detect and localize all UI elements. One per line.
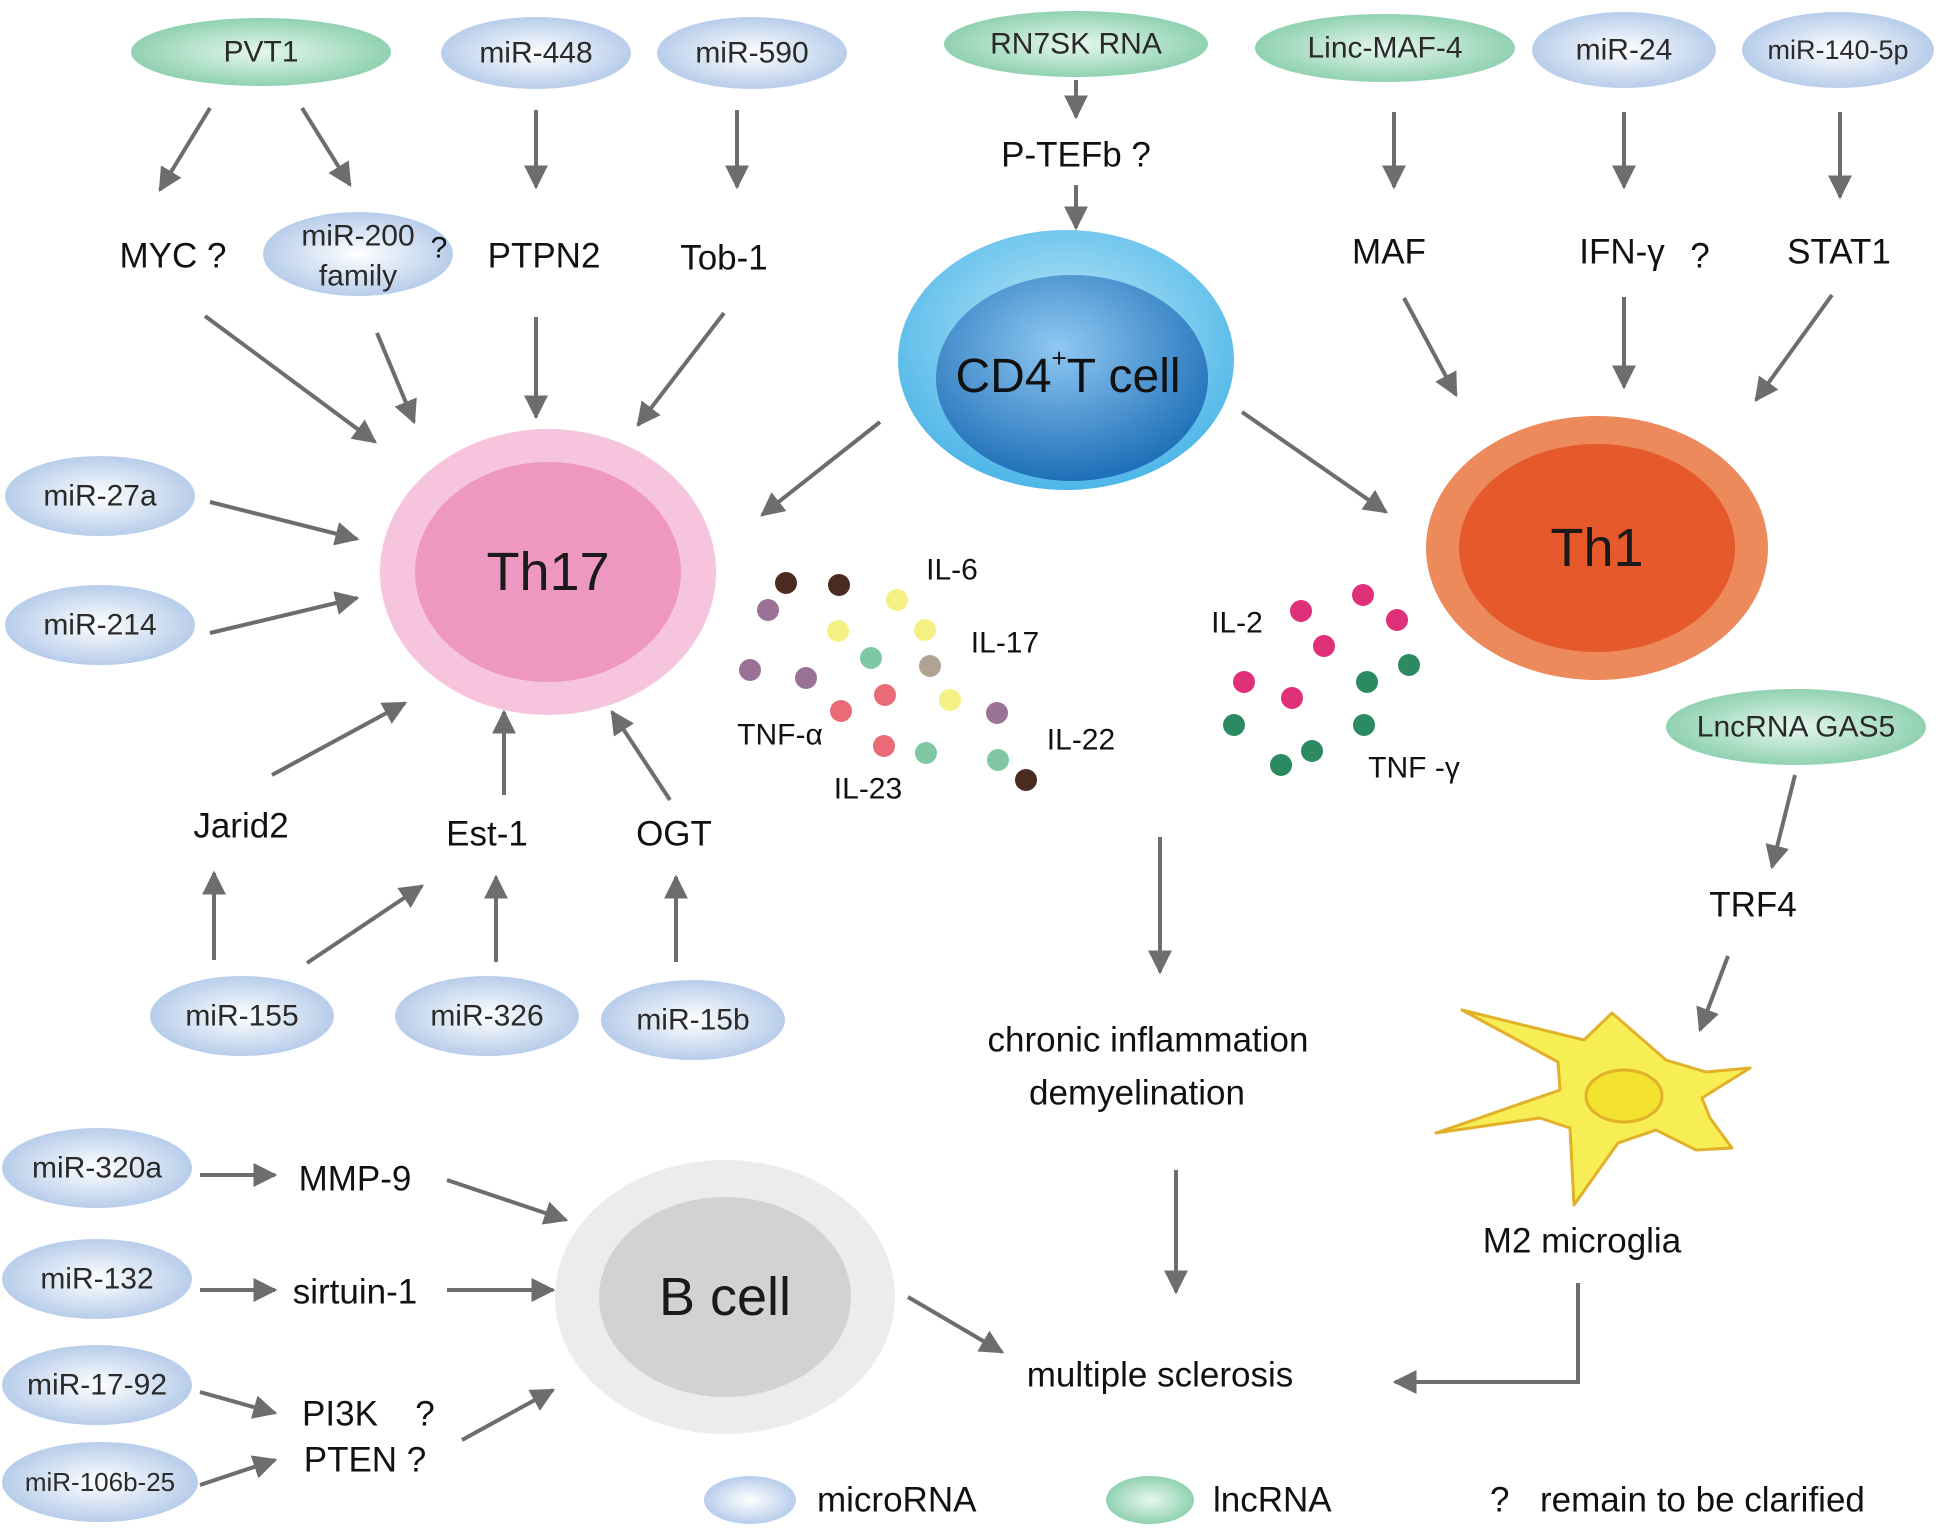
svg-text:miR-24: miR-24 bbox=[1576, 34, 1673, 67]
node-mir106b-25: miR-106b-25 bbox=[2, 1442, 198, 1522]
node-mir320a: miR-320a bbox=[2, 1128, 192, 1208]
svg-text:miR-200: miR-200 bbox=[301, 220, 414, 253]
node-rn7sk: RN7SK RNA bbox=[944, 11, 1208, 77]
cd4-label-rest: T cell bbox=[1067, 350, 1181, 403]
label-est1: Est-1 bbox=[446, 815, 528, 854]
svg-text:RN7SK RNA: RN7SK RNA bbox=[990, 28, 1162, 61]
svg-text:miR-214: miR-214 bbox=[43, 609, 156, 642]
svg-text:PVT1: PVT1 bbox=[223, 36, 298, 69]
legend-lncrna-label: lncRNA bbox=[1213, 1481, 1332, 1520]
node-gas5: LncRNA GAS5 bbox=[1666, 689, 1926, 765]
legend-microrna-label: microRNA bbox=[817, 1481, 977, 1520]
node-mir448: miR-448 bbox=[441, 17, 631, 89]
svg-text:miR-15b: miR-15b bbox=[636, 1004, 749, 1037]
label-ifng-question: ? bbox=[1690, 237, 1709, 276]
th1-label: Th1 bbox=[1550, 518, 1643, 578]
svg-text:miR-140-5p: miR-140-5p bbox=[1767, 35, 1908, 65]
svg-text:miR-155: miR-155 bbox=[185, 1000, 298, 1033]
label-ifng: IFN-γ bbox=[1579, 233, 1665, 272]
label-il6: IL-6 bbox=[926, 554, 978, 587]
node-mir132: miR-132 bbox=[2, 1239, 192, 1319]
label-pi3k-question: ? bbox=[415, 1395, 434, 1434]
svg-text:miR-448: miR-448 bbox=[479, 37, 592, 70]
svg-text:miR-590: miR-590 bbox=[695, 37, 808, 70]
label-il23: IL-23 bbox=[834, 773, 902, 806]
svg-text:CD4+T cell: CD4+T cell bbox=[955, 343, 1180, 403]
node-pvt1: PVT1 bbox=[131, 18, 391, 86]
th17-cell: Th17 bbox=[380, 429, 716, 715]
label-chronic-inflammation: chronic inflammation bbox=[988, 1021, 1309, 1060]
node-mir140: miR-140-5p bbox=[1742, 12, 1934, 88]
legend-microrna-swatch bbox=[704, 1476, 796, 1524]
svg-text:miR-132: miR-132 bbox=[40, 1263, 153, 1296]
label-tob1: Tob-1 bbox=[680, 239, 768, 278]
label-tnfa: TNF-α bbox=[737, 719, 823, 752]
b-cell: B cell bbox=[555, 1160, 895, 1434]
label-jarid2: Jarid2 bbox=[193, 807, 288, 846]
arrows bbox=[158, 80, 1852, 1487]
label-il22: IL-22 bbox=[1047, 724, 1115, 757]
svg-text:family: family bbox=[319, 260, 397, 293]
label-mir200-question: ? bbox=[431, 232, 448, 265]
label-sirtuin1: sirtuin-1 bbox=[293, 1273, 417, 1312]
outcomes: chronic inflammation demyelination multi… bbox=[988, 1021, 1309, 1395]
cytokine-dots-th17 bbox=[739, 572, 1037, 791]
node-mir590: miR-590 bbox=[657, 17, 847, 89]
label-mmp9: MMP-9 bbox=[299, 1160, 412, 1199]
label-ogt: OGT bbox=[636, 815, 712, 854]
svg-text:Linc-MAF-4: Linc-MAF-4 bbox=[1307, 32, 1462, 65]
node-mir155: miR-155 bbox=[150, 976, 334, 1056]
cd4-superscript: + bbox=[1052, 343, 1067, 373]
svg-text:miR-326: miR-326 bbox=[430, 1000, 543, 1033]
node-linc-maf4: Linc-MAF-4 bbox=[1255, 14, 1515, 82]
label-maf: MAF bbox=[1352, 233, 1426, 272]
label-pten: PTEN ? bbox=[304, 1441, 427, 1480]
microglia-label: M2 microglia bbox=[1483, 1222, 1682, 1261]
node-mir200-family: miR-200 family bbox=[263, 212, 453, 296]
label-il17: IL-17 bbox=[971, 627, 1039, 660]
label-stat1: STAT1 bbox=[1787, 233, 1891, 272]
b-cell-label: B cell bbox=[659, 1267, 791, 1327]
m2-microglia: M2 microglia bbox=[1434, 1008, 1752, 1261]
cytokine-labels: IL-6 IL-17 IL-22 IL-23 TNF-α IL-2 TNF -γ bbox=[737, 554, 1460, 806]
label-trf4: TRF4 bbox=[1709, 886, 1797, 925]
node-mir326: miR-326 bbox=[395, 976, 579, 1056]
label-demyelination: demyelination bbox=[1029, 1074, 1245, 1113]
legend-lncrna-swatch bbox=[1106, 1476, 1194, 1524]
svg-text:miR-27a: miR-27a bbox=[43, 480, 157, 513]
target-labels: MYC ? ? PTPN2 Tob-1 P-TEFb ? MAF IFN-γ ?… bbox=[120, 136, 1891, 1480]
mirna-nodes: miR-448 miR-590 miR-200 family miR-24 mi… bbox=[2, 12, 1934, 1522]
svg-text:miR-320a: miR-320a bbox=[32, 1152, 162, 1185]
legend: microRNA lncRNA ? remain to be clarified bbox=[704, 1476, 1865, 1524]
label-ptpn2: PTPN2 bbox=[488, 237, 601, 276]
svg-text:miR-106b-25: miR-106b-25 bbox=[25, 1467, 175, 1497]
node-mir15b: miR-15b bbox=[601, 980, 785, 1060]
node-mir17-92: miR-17-92 bbox=[2, 1345, 192, 1425]
label-il2: IL-2 bbox=[1211, 607, 1263, 640]
node-mir214: miR-214 bbox=[5, 585, 195, 665]
svg-text:miR-17-92: miR-17-92 bbox=[27, 1369, 167, 1402]
svg-text:LncRNA GAS5: LncRNA GAS5 bbox=[1697, 711, 1895, 744]
label-pi3k: PI3K bbox=[302, 1395, 378, 1434]
node-mir27a: miR-27a bbox=[5, 456, 195, 536]
label-multiple-sclerosis: multiple sclerosis bbox=[1027, 1356, 1293, 1395]
legend-question-text: remain to be clarified bbox=[1540, 1481, 1865, 1520]
lncrna-nodes: PVT1 RN7SK RNA Linc-MAF-4 LncRNA GAS5 bbox=[131, 11, 1926, 765]
th1-cell: Th1 bbox=[1426, 416, 1768, 680]
cd4-label: CD4 bbox=[955, 350, 1051, 403]
label-myc: MYC ? bbox=[120, 237, 227, 276]
label-tnfg: TNF -γ bbox=[1368, 752, 1460, 785]
cytokine-dots-th1 bbox=[1223, 584, 1420, 776]
label-ptefb: P-TEFb ? bbox=[1001, 136, 1151, 175]
node-mir24: miR-24 bbox=[1532, 12, 1716, 88]
legend-question-mark: ? bbox=[1490, 1481, 1509, 1520]
cd4-t-cell: CD4+T cell bbox=[898, 230, 1234, 490]
th17-label: Th17 bbox=[486, 542, 609, 602]
